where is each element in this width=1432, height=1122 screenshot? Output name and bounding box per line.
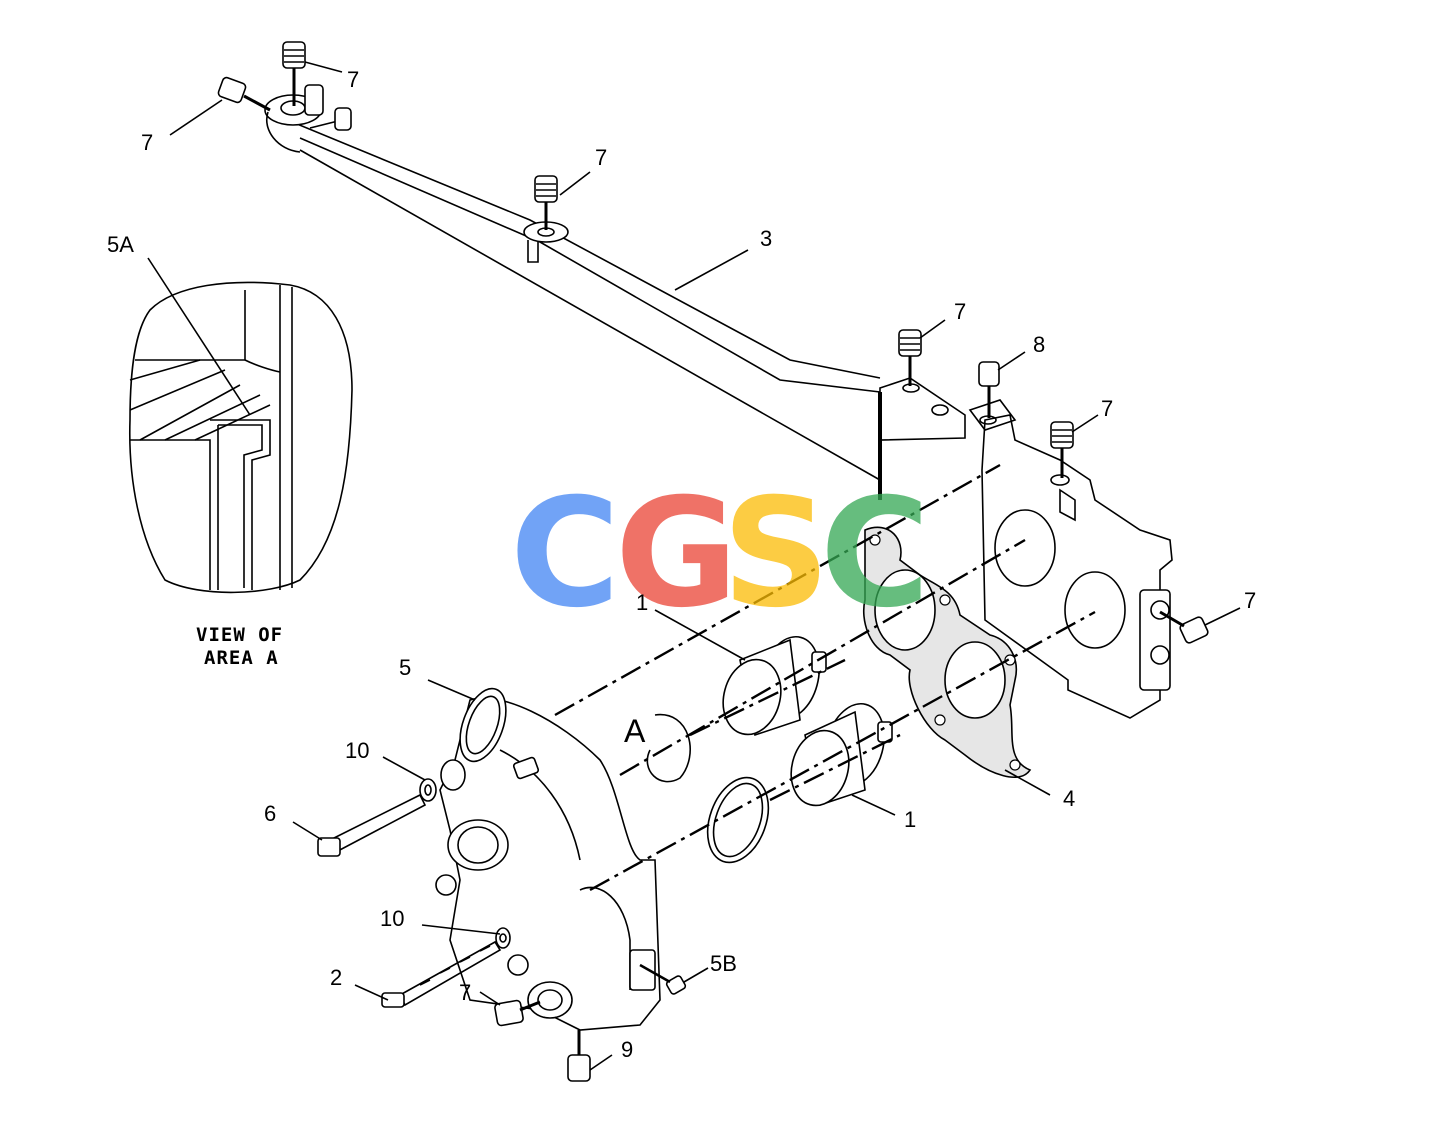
callout-3: 3 (760, 226, 772, 251)
plug-7-mid (534, 175, 558, 230)
watermark-letter-s: S (722, 467, 830, 641)
watermark-letter-c2: C (820, 467, 930, 641)
plug-7-top (282, 41, 306, 106)
assembly-lines (554, 463, 1096, 892)
callout-2: 2 (330, 965, 342, 990)
plug-7-far (1159, 610, 1209, 644)
callout-5: 5 (399, 655, 411, 680)
tube-assembly (264, 84, 966, 500)
callout-10-lower: 10 (380, 906, 404, 931)
callout-5B: 5B (710, 951, 737, 976)
callouts: 7 7 7 3 5A 7 8 7 7 1 5 10 6 4 1 10 5B 2 … (107, 67, 1256, 1062)
callout-7-left: 7 (141, 130, 153, 155)
watermark-logo: C G S C (510, 467, 930, 641)
seal-ring-lower (706, 776, 770, 864)
watermark-letter-g: G (615, 467, 738, 641)
plug-9 (567, 1030, 591, 1082)
callout-1-lower: 1 (904, 807, 916, 832)
detail-caption: VIEW OF AREA A (196, 624, 283, 669)
caption-line-2: AREA A (204, 647, 279, 669)
plug-7-left (217, 76, 271, 112)
callout-6: 6 (264, 801, 276, 826)
caption-line-1: VIEW OF (196, 624, 283, 646)
detail-view-area-a (128, 257, 353, 594)
gasket (863, 526, 1032, 778)
callout-7-mid: 7 (595, 145, 607, 170)
thermostat-upper (722, 635, 827, 737)
callout-7-far: 7 (1244, 588, 1256, 613)
thermostat-housing (968, 399, 1173, 719)
screw-5B (639, 963, 687, 995)
elbow-housing (435, 687, 661, 1031)
callout-4: 4 (1063, 786, 1075, 811)
callout-7-top: 7 (347, 67, 359, 92)
callout-1-upper: 1 (636, 590, 648, 615)
callout-9: 9 (621, 1037, 633, 1062)
plug-8 (978, 361, 1000, 418)
callout-7-bottom: 7 (459, 980, 471, 1005)
washer-10-upper (419, 778, 437, 802)
callout-10-upper: 10 (345, 738, 369, 763)
watermark-letter-c1: C (510, 467, 620, 641)
bolt-2 (381, 940, 502, 1008)
plug-7-right1 (898, 329, 922, 386)
seal-ring-a (646, 714, 691, 783)
callout-5A: 5A (107, 232, 134, 257)
callout-8: 8 (1033, 332, 1045, 357)
plug-7-right2 (1050, 421, 1074, 478)
view-marker-a: A (624, 713, 646, 749)
washer-10-lower (495, 927, 511, 949)
callout-7-right1: 7 (954, 299, 966, 324)
plug-7-bottom (494, 999, 541, 1027)
thermostat-lower (790, 702, 893, 807)
leader-lines (169, 61, 1241, 1071)
callout-7-right2: 7 (1101, 396, 1113, 421)
bolt-6 (317, 793, 427, 857)
